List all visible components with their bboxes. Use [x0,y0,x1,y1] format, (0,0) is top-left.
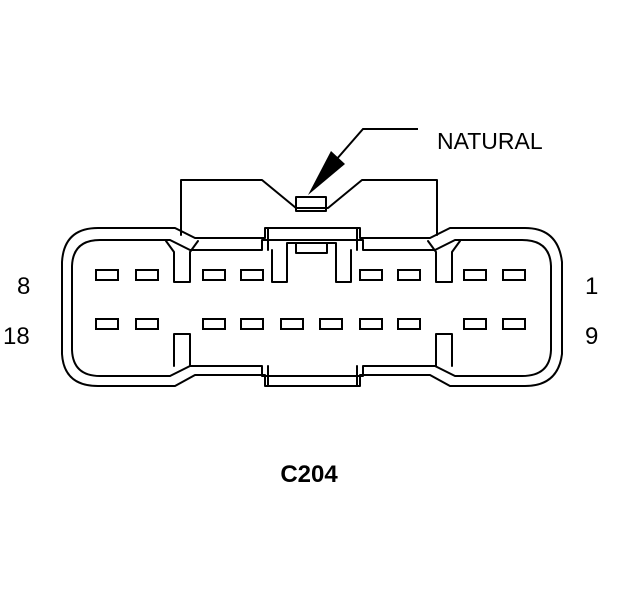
pin-cavity-3 [397,269,421,281]
pin-cavity-2 [463,269,487,281]
inner-shell [71,239,552,377]
bottom-pin-row [95,318,526,330]
pin-label-bottom-left: 18 [3,323,30,350]
pin-cavity-15 [240,318,264,330]
lock-hood [180,179,438,236]
pin-label-bottom-right: 9 [585,323,598,350]
pin-cavity-17 [135,318,159,330]
pin-cavity-13 [319,318,343,330]
pin-cavity-10 [463,318,487,330]
key-bottom-right [435,333,453,367]
center-latch-tab [295,243,328,254]
pin-cavity-14 [280,318,304,330]
pin-cavity-1 [502,269,526,281]
pin-cavities [95,269,526,330]
pin-cavity-8 [95,269,119,281]
pin-cavity-16 [202,318,226,330]
pin-label-top-right: 1 [585,273,598,300]
pin-cavity-7 [135,269,159,281]
pin-cavity-5 [240,269,264,281]
connector-body [61,179,563,387]
connector-id: C204 [280,461,338,488]
leader-arrowhead [308,151,345,195]
pin-cavity-6 [202,269,226,281]
pin-cavity-4 [359,269,383,281]
outer-shell [61,227,563,387]
pin-cavity-11 [397,318,421,330]
key-bottom-left [173,333,191,367]
pin-cavity-9 [502,318,526,330]
lock-latch [295,196,327,212]
color-label: NATURAL [437,128,543,154]
key-top-left [165,240,199,283]
pin-cavity-18 [95,318,119,330]
key-top-right [427,240,461,283]
color-leader [308,128,418,195]
pin-label-top-left: 8 [17,273,30,300]
top-pin-row [95,269,526,281]
center-latch-channel [271,242,352,283]
pin-cavity-12 [359,318,383,330]
